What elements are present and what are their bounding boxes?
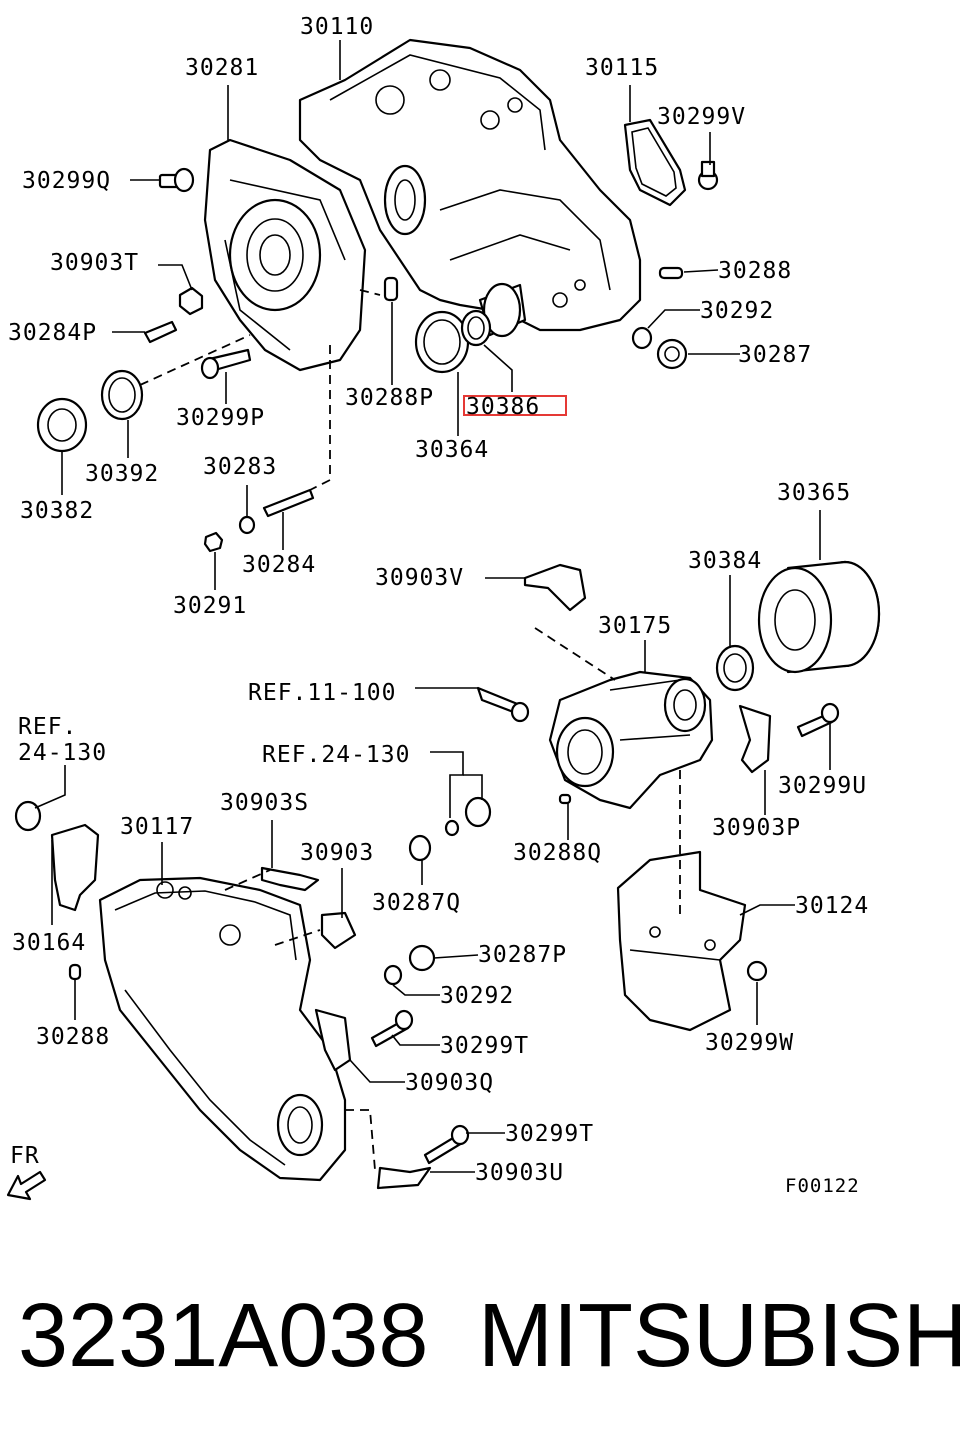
callout: 30288 <box>36 1024 110 1050</box>
bracket-30903 <box>320 911 357 950</box>
callout: 30299T <box>440 1033 529 1059</box>
bracket-30903p <box>738 704 772 774</box>
extension-housing-30175 <box>548 670 714 810</box>
callout: REF.11-100 <box>248 680 396 706</box>
callout: REF.24-130 <box>262 742 410 768</box>
callout-leader-lines <box>34 40 831 1173</box>
bolt-30299w <box>746 960 768 982</box>
plug-30287 <box>656 338 688 370</box>
bolt-30299u <box>796 702 840 738</box>
callout: 30903 <box>300 840 374 866</box>
callout: 30288P <box>345 385 434 411</box>
shaft-ref-11-100 <box>476 686 530 723</box>
stud-30284p <box>143 320 178 344</box>
bracket-30903q <box>314 1008 352 1072</box>
callout: 30299U <box>778 773 867 799</box>
bolt-30299t-lower <box>423 1124 470 1165</box>
callout: 30288 <box>718 258 792 284</box>
drawing-code: F00122 <box>785 1175 860 1197</box>
bolt-30299t-upper <box>370 1009 414 1048</box>
main-case-30110 <box>298 38 642 338</box>
callout: 30117 <box>120 814 194 840</box>
plug-30287q <box>408 834 432 862</box>
seal-30364 <box>414 310 470 374</box>
callout: 30903U <box>475 1160 564 1186</box>
oring-30292-upper <box>631 326 653 350</box>
dowel-30288-lower <box>68 963 82 981</box>
callout: 30903Q <box>405 1070 494 1096</box>
brand-name: MITSUBISHI <box>478 1286 960 1386</box>
callout: 30903V <box>375 565 464 591</box>
callout: 30115 <box>585 55 659 81</box>
bolt-30299q <box>158 167 195 193</box>
bolt-30299v <box>697 160 719 191</box>
callout-highlighted: 30386 <box>466 394 540 420</box>
callout: 30164 <box>12 930 86 956</box>
callout: 30299Q <box>22 168 111 194</box>
callout: 30124 <box>795 893 869 919</box>
callout: 30281 <box>185 55 259 81</box>
gasket-30392 <box>100 369 144 421</box>
assembly-center-lines <box>139 289 681 1171</box>
callout: 30903S <box>220 790 309 816</box>
callout: 30903T <box>50 250 139 276</box>
callout: REF. <box>18 714 77 740</box>
callout: 30365 <box>777 480 851 506</box>
bracket-30124 <box>616 850 747 1032</box>
callout: 30288Q <box>513 840 602 866</box>
callout: 30903P <box>712 815 801 841</box>
bolt-30299p <box>200 348 252 380</box>
callout: 30284P <box>8 320 97 346</box>
callout: 30284 <box>242 552 316 578</box>
bracket-30903u <box>376 1166 432 1190</box>
callout: 30299P <box>176 405 265 431</box>
callout: 30291 <box>173 593 247 619</box>
callout: 30382 <box>20 498 94 524</box>
seal-30382 <box>36 397 88 453</box>
callout: 30392 <box>85 461 159 487</box>
dowel-30288 <box>658 266 684 280</box>
side-cover-30281 <box>203 138 367 372</box>
seal-30384 <box>715 644 755 692</box>
direction-label: FR <box>10 1143 40 1169</box>
plug-ref-24-130-right <box>444 796 492 837</box>
callout: 24-130 <box>18 740 107 766</box>
callout: 30292 <box>440 983 514 1009</box>
callout: 30283 <box>203 454 277 480</box>
callout: 30292 <box>700 298 774 324</box>
stud-30284 <box>262 488 315 518</box>
front-direction-arrow-icon <box>6 1170 47 1201</box>
bracket-30903s <box>260 866 320 892</box>
nut-30291 <box>203 531 224 553</box>
dowel-30288q <box>558 793 572 805</box>
callout: 30384 <box>688 548 762 574</box>
nut-30903t <box>178 286 204 316</box>
plug-ref-24-130-left <box>14 800 42 832</box>
callout: 30175 <box>598 613 672 639</box>
callout: 30287 <box>738 342 812 368</box>
ring-30386 <box>460 309 492 347</box>
lower-case-30117 <box>98 876 347 1182</box>
callout: 30287P <box>478 942 567 968</box>
callout-labels: 30110 30281 30115 30299V 30299Q 30903T 3… <box>8 14 869 1197</box>
dowel-30288p <box>383 276 399 302</box>
part-number: 3231A038 <box>18 1286 428 1386</box>
bearing-30365 <box>757 560 881 674</box>
bracket-30164 <box>50 823 100 912</box>
oring-30292-lower <box>383 964 403 986</box>
washer-30283 <box>238 515 256 535</box>
plug-30287p <box>408 944 436 972</box>
callout: 30299W <box>705 1030 794 1056</box>
highlight-box <box>463 395 567 416</box>
bracket-30903v <box>523 563 587 612</box>
callout: 30299V <box>657 104 746 130</box>
gasket-30115 <box>623 118 687 207</box>
callout: 30110 <box>300 14 374 40</box>
callout: 30364 <box>415 437 489 463</box>
callout: 30299T <box>505 1121 594 1147</box>
callout: 30287Q <box>372 890 461 916</box>
